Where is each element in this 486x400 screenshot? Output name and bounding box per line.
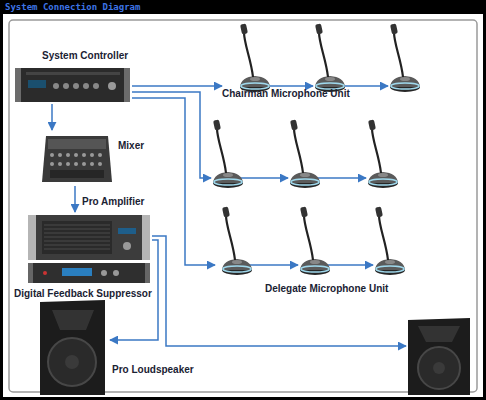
chairman-microphone <box>390 23 420 92</box>
knob <box>113 270 119 276</box>
device-label: Pro Amplifier <box>82 196 144 208</box>
device-node: Chairman Microphone Unit <box>222 24 422 100</box>
knob <box>50 153 54 157</box>
speaker-cap <box>65 355 79 369</box>
knob <box>82 162 86 166</box>
delegate-microphone <box>375 206 405 275</box>
suppressor-display <box>62 268 92 276</box>
chairman-microphone <box>315 23 345 92</box>
device-label: Mixer <box>118 140 144 152</box>
device-label: Chairman Microphone Unit <box>222 88 350 100</box>
mixer-body <box>42 136 112 182</box>
display <box>28 80 46 88</box>
speaker-horn <box>418 326 460 342</box>
grille-lines <box>44 225 110 249</box>
controller-wire <box>132 92 211 178</box>
delegate-microphone <box>213 119 243 188</box>
speaker-cabinet <box>40 300 105 395</box>
signal-wires <box>132 86 406 346</box>
chairman-microphone <box>240 23 270 92</box>
rack-ear <box>124 68 130 102</box>
device-label: Pro Loudspeaker <box>112 364 194 376</box>
knob <box>58 153 62 157</box>
knob <box>90 153 94 157</box>
knob <box>82 153 86 157</box>
knob <box>58 162 62 166</box>
knob <box>63 83 69 89</box>
device-label: Delegate Microphone Unit <box>265 283 388 295</box>
device-node: System Controller <box>14 48 132 104</box>
device-node: Mixer <box>42 130 152 186</box>
knob <box>66 162 70 166</box>
rack-body <box>15 68 130 102</box>
device-label: Digital Feedback Suppressor <box>14 288 152 300</box>
amp-body <box>28 215 150 260</box>
mixer-top <box>48 139 106 149</box>
knob <box>90 162 94 166</box>
device-node: Delegate Microphone Unit <box>215 205 420 295</box>
panel <box>3 14 483 397</box>
mixer-device <box>42 136 112 182</box>
knob <box>73 83 79 89</box>
mixer-knobs <box>50 153 102 166</box>
knob <box>50 162 54 166</box>
delegate-microphone <box>290 119 320 188</box>
device-node: Pro Loudspeaker <box>38 298 110 396</box>
controller-device <box>15 68 130 102</box>
suppressor-body <box>28 263 150 283</box>
suppressor-device <box>28 263 150 283</box>
delegate-microphone <box>368 119 398 188</box>
signal-connector <box>132 85 222 87</box>
knob <box>66 153 70 157</box>
knob <box>98 153 102 157</box>
speaker-cap <box>433 362 445 374</box>
rack-ear <box>145 263 150 283</box>
speaker-wire <box>152 236 406 346</box>
device-node: Digital Feedback Suppressor <box>14 262 164 298</box>
rack-ear <box>28 263 33 283</box>
delegate-microphone <box>300 206 330 275</box>
knob <box>98 162 102 166</box>
knob <box>83 83 89 89</box>
amp-grille <box>42 221 112 254</box>
amp-handle <box>28 215 36 260</box>
loudspeaker-left <box>40 300 105 395</box>
panel-strip <box>26 72 120 75</box>
knob <box>74 153 78 157</box>
knob <box>93 83 99 89</box>
speaker-woofer <box>48 338 96 386</box>
speaker-cabinet <box>408 318 470 395</box>
knob <box>108 82 116 90</box>
signal-connector <box>51 104 53 130</box>
diagram-title: System Connection Diagram <box>5 1 140 13</box>
amplifier-device <box>28 215 150 260</box>
amp-display <box>118 228 136 234</box>
amp-handle <box>142 215 150 260</box>
knob <box>101 270 107 276</box>
device-node: Pro Amplifier <box>28 212 152 262</box>
fader-strip <box>50 170 104 178</box>
signal-connector <box>132 98 215 265</box>
knob <box>123 242 131 250</box>
speaker-horn <box>52 310 94 330</box>
signal-connector <box>74 186 76 212</box>
speaker-woofer <box>418 347 460 389</box>
knob <box>74 162 78 166</box>
knob <box>53 83 59 89</box>
rack-ear <box>15 68 21 102</box>
delegate-microphone <box>222 206 252 275</box>
device-label: System Controller <box>42 50 128 62</box>
loudspeaker-right <box>408 318 470 395</box>
indicator <box>43 271 47 275</box>
